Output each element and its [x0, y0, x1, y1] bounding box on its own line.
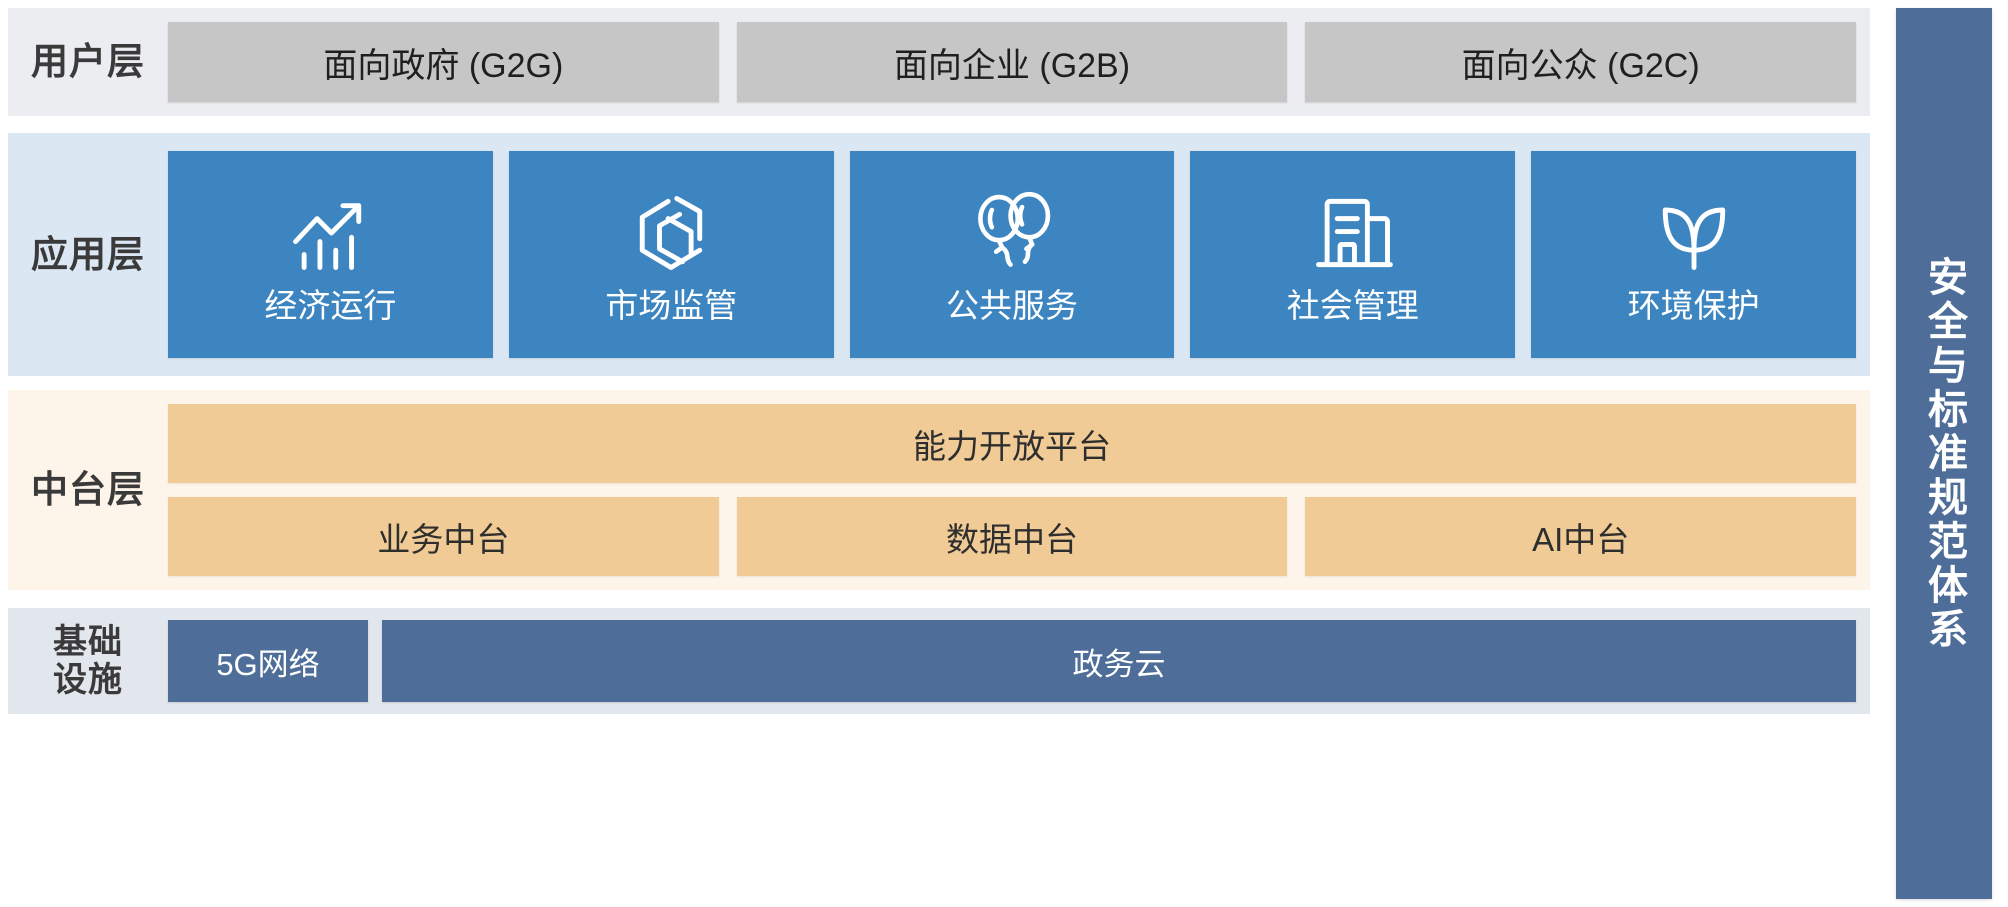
app-card-label: 市场监管 — [605, 287, 738, 324]
infrastructure-label-line1: 基础 — [53, 622, 123, 661]
middle-platform-layer-label: 中台层 — [31, 469, 145, 511]
app-card-social-management[interactable]: 社会管理 — [1190, 151, 1516, 358]
infrastructure-label-line2: 设施 — [53, 661, 123, 699]
security-standards-bar: 安全与标准规范体系 — [1896, 8, 1992, 899]
app-card-environmental-protection[interactable]: 环境保护 — [1531, 151, 1856, 358]
hexagon-cube-icon — [625, 187, 717, 279]
user-card-g2g[interactable]: 面向政府 (G2G) — [168, 22, 719, 102]
security-standards-label: 安全与标准规范体系 — [1922, 255, 1966, 652]
app-card-economic-operation[interactable]: 经济运行 — [168, 151, 493, 358]
infrastructure-layer-band: 基础 设施 5G网络 政务云 — [8, 608, 1870, 714]
middle-platform-layer-band: 中台层 能力开放平台 业务中台 数据中台 AI中台 — [8, 390, 1870, 590]
infra-card-government-cloud[interactable]: 政务云 — [382, 620, 1856, 702]
app-card-label: 社会管理 — [1286, 287, 1419, 324]
app-card-market-supervision[interactable]: 市场监管 — [508, 151, 834, 358]
application-layer-cards: 经济运行 市场监管 — [168, 133, 1870, 376]
growth-chart-icon — [284, 187, 376, 279]
buildings-icon — [1307, 187, 1399, 279]
mid-card-row: 业务中台 数据中台 AI中台 — [168, 497, 1857, 576]
app-card-label: 环境保护 — [1627, 287, 1760, 324]
user-card-g2c[interactable]: 面向公众 (G2C) — [1305, 22, 1857, 102]
user-layer-label: 用户层 — [31, 41, 145, 83]
app-card-public-service[interactable]: 公共服务 — [849, 151, 1175, 358]
user-card-g2b[interactable]: 面向企业 (G2B) — [736, 22, 1288, 102]
leaf-sprout-icon — [1648, 187, 1740, 279]
infrastructure-layer-label: 基础 设施 — [8, 623, 168, 699]
infrastructure-layer-cards: 5G网络 政务云 — [168, 608, 1870, 714]
middle-platform-layer-cards: 能力开放平台 业务中台 数据中台 AI中台 — [168, 390, 1870, 590]
layer-stack: 用户层 面向政府 (G2G) 面向企业 (G2B) 面向公众 (G2C) 应用层 — [8, 8, 1870, 714]
application-layer-label: 应用层 — [31, 233, 145, 275]
app-card-label: 经济运行 — [264, 287, 397, 324]
user-layer-band: 用户层 面向政府 (G2G) 面向企业 (G2B) 面向公众 (G2C) — [8, 8, 1870, 116]
mid-card-ai[interactable]: AI中台 — [1305, 497, 1857, 576]
balloons-icon — [966, 187, 1058, 279]
mid-card-business[interactable]: 业务中台 — [168, 497, 719, 576]
user-layer-cards: 面向政府 (G2G) 面向企业 (G2B) 面向公众 (G2C) — [168, 8, 1870, 116]
mid-card-capability-platform[interactable]: 能力开放平台 — [168, 404, 1856, 483]
application-layer-band: 应用层 经济运行 — [8, 133, 1870, 376]
infra-card-5g-network[interactable]: 5G网络 — [168, 620, 368, 702]
app-card-label: 公共服务 — [945, 287, 1078, 324]
mid-card-data[interactable]: 数据中台 — [736, 497, 1288, 576]
